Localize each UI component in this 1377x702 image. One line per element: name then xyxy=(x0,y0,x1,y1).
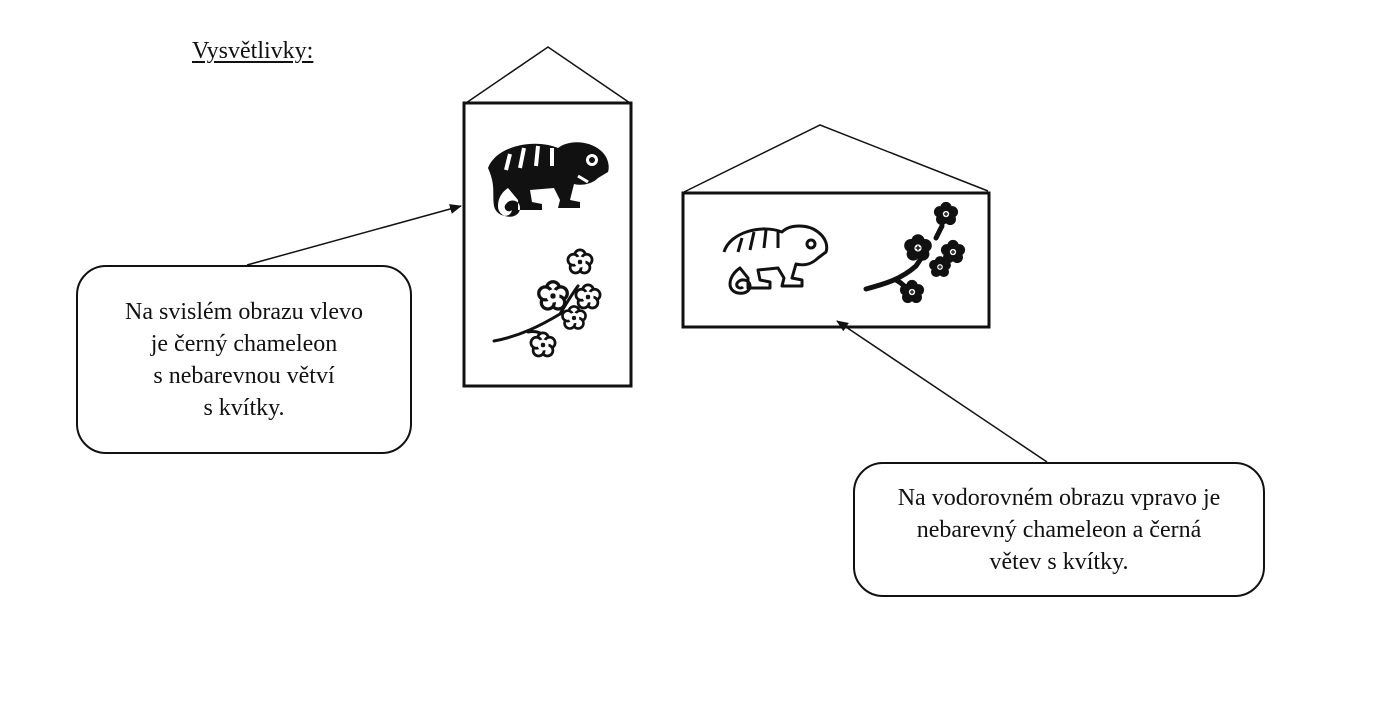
left-picture-callout: Na svislém obrazu vlevo je černý chamele… xyxy=(76,265,412,454)
outline-branch-icon xyxy=(492,248,602,358)
horizontal-picture-hanging-string xyxy=(683,124,989,193)
vertical-picture-hanging-string xyxy=(465,46,631,104)
callout-line: větev s kvítky. xyxy=(989,548,1129,575)
callout-line: je černý chameleon xyxy=(150,330,338,357)
callout-line: nebarevný chameleon a černá xyxy=(916,516,1202,543)
legend-heading: Vysvětlivky: xyxy=(192,38,314,64)
black-branch-icon xyxy=(863,201,966,304)
left-callout-arrow xyxy=(246,204,462,266)
right-callout-arrow xyxy=(836,320,1048,463)
callout-line: s nebarevnou větví xyxy=(153,362,335,389)
right-picture-callout: Na vodorovném obrazu vpravo je nebarevný… xyxy=(853,462,1265,597)
horizontal-picture xyxy=(681,124,991,329)
vertical-picture xyxy=(462,46,633,388)
callout-line: s kvítky. xyxy=(203,394,285,421)
callout-line: Na vodorovném obrazu vpravo je xyxy=(897,484,1221,511)
callout-line: Na svislém obrazu vlevo xyxy=(125,298,363,325)
